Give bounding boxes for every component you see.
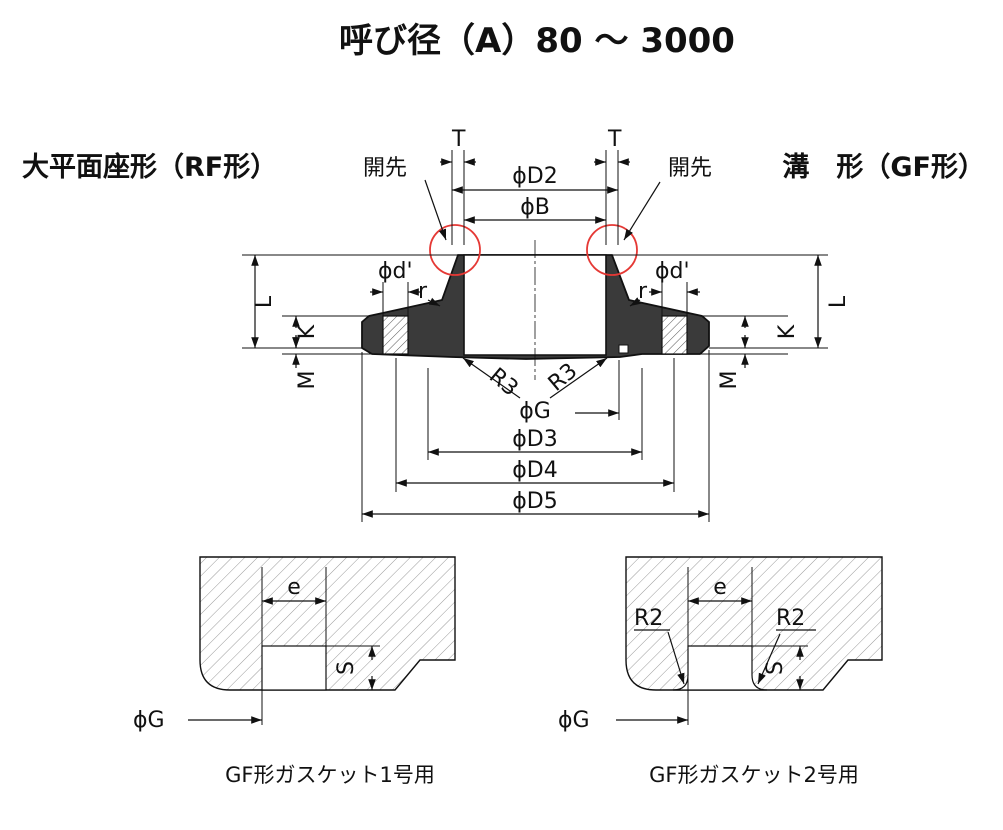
detail2-s-label: S [763, 661, 788, 675]
bolt-hole-left [382, 315, 409, 355]
g-label: ϕG [519, 399, 551, 424]
detail1-caption: GF形ガスケット1号用 [225, 763, 435, 787]
detail1-g-label: ϕG [133, 708, 165, 733]
d-prime-label-left: ϕd' [378, 259, 413, 284]
m-label-right: M [717, 371, 742, 390]
l-label-right: L [826, 295, 851, 308]
bevel-highlight-left [429, 224, 481, 276]
gasket-groove [618, 344, 629, 354]
bevel-highlight-right [586, 224, 638, 276]
l-label-left: L [252, 295, 277, 308]
detail2-groove [672, 645, 768, 691]
flange-section [361, 240, 710, 380]
detail2-g-label: ϕG [558, 708, 590, 733]
detail1-s-label: S [334, 661, 359, 675]
d3-label: ϕD3 [512, 427, 557, 452]
detail-gasket-2: e S R2 R2 ϕG GF形ガスケット2号用 [558, 556, 883, 787]
d2-label: ϕD2 [512, 164, 557, 189]
r3-label-right: R3 [544, 359, 583, 397]
k-label-right: K [775, 324, 800, 339]
detail2-section [625, 556, 883, 691]
detail2-e-label: e [713, 575, 727, 600]
bolt-hole-right [661, 315, 688, 355]
b-label: ϕB [520, 195, 550, 220]
t-label-right: T [607, 127, 622, 152]
bevel-label-right: 開先 [668, 156, 712, 181]
r-label-right: r [638, 279, 648, 304]
detail1-section [199, 556, 456, 691]
detail-gasket-1: e S ϕG GF形ガスケット1号用 [133, 556, 456, 787]
rf-type-heading: 大平面座形（RF形） [22, 151, 277, 183]
m-label-left: M [295, 371, 320, 390]
detail2-caption: GF形ガスケット2号用 [649, 763, 859, 787]
detail2-r2-label-right: R2 [776, 606, 805, 631]
detail1-e-label: e [287, 575, 301, 600]
page-title: 呼び径（A）80 ～ 3000 [339, 21, 735, 61]
d-prime-label-right: ϕd' [655, 259, 690, 284]
k-label-left: K [295, 324, 320, 339]
detail1-groove [261, 645, 327, 691]
d5-label: ϕD5 [512, 489, 557, 514]
t-label-left: T [451, 127, 466, 152]
bevel-label-left: 開先 [363, 156, 407, 181]
gf-type-heading: 溝 形（GF形） [782, 152, 985, 183]
detail2-r2-label-left: R2 [634, 606, 663, 631]
d4-label: ϕD4 [512, 458, 557, 483]
r-label-left: r [418, 279, 428, 304]
